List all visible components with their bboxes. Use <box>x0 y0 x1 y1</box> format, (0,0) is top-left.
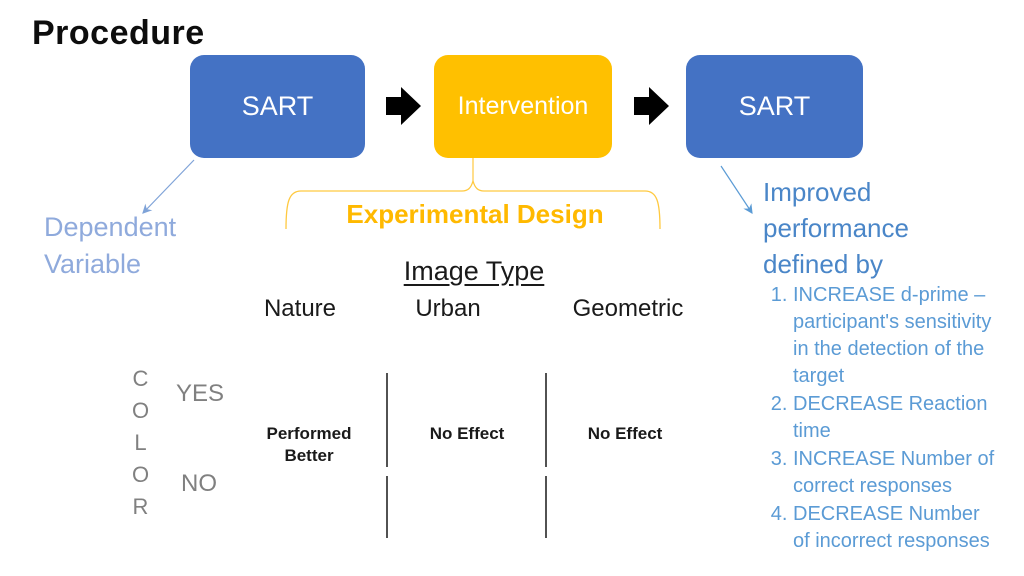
page-title: Procedure <box>32 14 205 52</box>
arrow-right-icon <box>634 87 669 125</box>
flow-box-label: Intervention <box>457 92 589 120</box>
column-header-nature: Nature <box>263 295 337 322</box>
row-label-yes: YES <box>176 380 225 407</box>
table-header-image-type: Image Type <box>403 256 545 286</box>
flow-box-label: SART <box>241 91 314 121</box>
flow-box-label: SART <box>738 91 811 121</box>
table-cell-nature: Performed Better <box>266 424 352 465</box>
column-header-geometric: Geometric <box>572 295 684 322</box>
result-item: DECREASE Reaction time <box>793 391 1001 446</box>
improved-performance-arrow <box>720 165 753 215</box>
dependent-variable-label: Dependent Variable <box>44 212 177 279</box>
table-cell-urban: No Effect <box>429 424 505 443</box>
flow-box-sart-post: SART <box>686 55 863 158</box>
dependent-variable-arrow <box>142 159 195 214</box>
row-group-label-color: COLOR <box>128 366 153 526</box>
row-label-no: NO <box>181 470 217 497</box>
improved-performance-list: INCREASE d-prime – participant's sensiti… <box>763 282 1001 556</box>
arrow-right-icon <box>386 87 421 125</box>
table-cell-geometric: No Effect <box>587 424 663 443</box>
column-header-urban: Urban <box>415 295 481 322</box>
improved-performance-heading: Improved performance defined by <box>763 177 909 279</box>
result-item: DECREASE Number of incorrect responses <box>793 501 1001 556</box>
flow-box-sart-pre: SART <box>190 55 365 158</box>
result-item: INCREASE Number of correct responses <box>793 446 1001 501</box>
result-item: INCREASE d-prime – participant's sensiti… <box>793 282 1001 391</box>
flow-box-intervention: Intervention <box>434 55 612 158</box>
experimental-design-label: Experimental Design <box>346 199 604 229</box>
